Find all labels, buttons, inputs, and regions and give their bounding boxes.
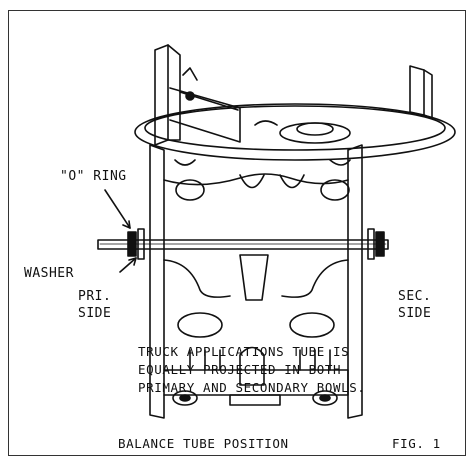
left-oring xyxy=(127,231,137,257)
choke-plate xyxy=(169,87,241,143)
right-vent-tower xyxy=(409,65,425,116)
figure-frame xyxy=(8,10,466,456)
pri-label-line1: PRI. xyxy=(78,289,112,304)
note-line-3: PRIMARY AND SECONDARY BOWLS. xyxy=(138,380,366,395)
left-frame xyxy=(149,144,165,419)
left-washer xyxy=(137,228,145,260)
figure-title: BALANCE TUBE POSITION xyxy=(118,436,289,451)
note-line-1: TRUCK APPLICATIONS TUBE IS xyxy=(138,344,350,359)
sec-label-line1: SEC. xyxy=(398,289,432,304)
washer-leader xyxy=(119,257,137,273)
figure-number: FIG. 1 xyxy=(392,436,441,451)
note-line-2: EQUALLY PROJECTED IN BOTH xyxy=(138,362,342,377)
sec-label-line2: SIDE xyxy=(398,306,432,321)
top-flange xyxy=(134,103,456,161)
right-frame xyxy=(347,144,363,419)
oring-leader xyxy=(104,189,131,229)
washer-label: WASHER xyxy=(24,266,74,281)
pri-label-line2: SIDE xyxy=(78,306,112,321)
balance-tube xyxy=(97,239,389,250)
o-ring-label: "O" RING xyxy=(60,169,127,184)
left-vent-tower xyxy=(154,44,169,146)
